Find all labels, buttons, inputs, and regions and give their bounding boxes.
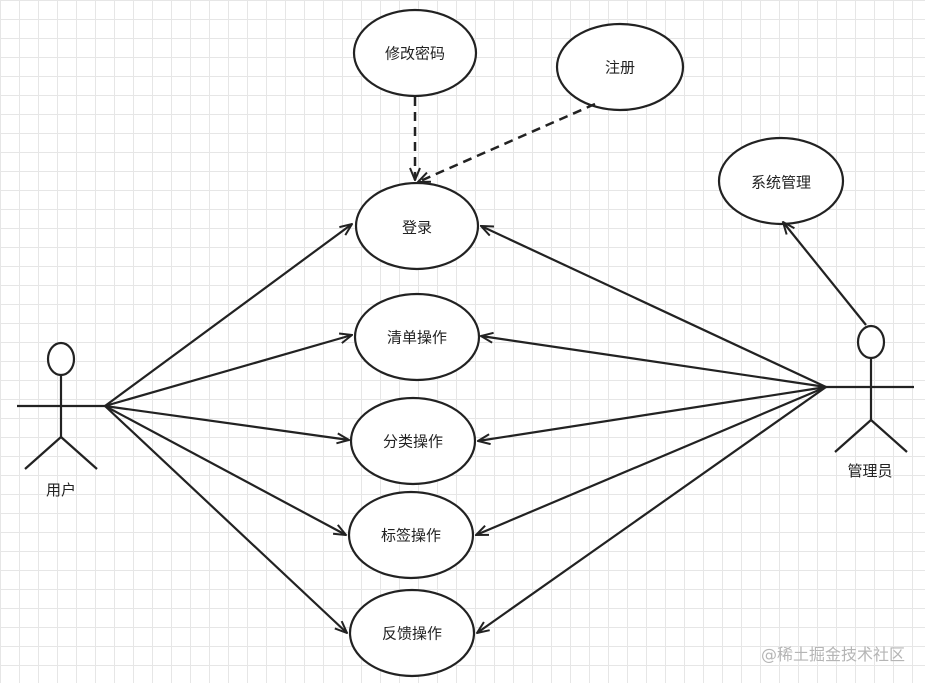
assoc-user-tag-ops [104, 405, 346, 535]
use-case-system-management[interactable] [717, 136, 845, 226]
use-case-register-label: 注册 [604, 58, 636, 77]
relation-register-login [418, 102, 596, 184]
use-case-tag-ops-label: 标签操作 [380, 526, 442, 545]
assoc-user-category-ops [104, 404, 349, 440]
actor-user-label: 用户 [45, 481, 77, 499]
use-case-login-label: 登录 [401, 218, 433, 237]
use-case-tag-ops[interactable] [347, 490, 475, 580]
use-case-system-management-label: 系统管理 [750, 173, 812, 192]
use-case-register[interactable] [555, 22, 685, 112]
actor-admin-head [856, 324, 886, 360]
assoc-admin-category-ops [478, 385, 827, 441]
use-case-change-password-label: 修改密码 [384, 44, 446, 63]
actor-user-head [46, 341, 76, 377]
use-case-change-password[interactable] [352, 8, 478, 98]
actor-admin-figure[interactable] [826, 324, 914, 453]
assoc-user-feedback-ops [104, 405, 347, 633]
use-case-feedback-ops-label: 反馈操作 [381, 624, 443, 643]
watermark: @稀土掘金技术社区 [760, 645, 905, 664]
use-case-feedback-ops[interactable] [348, 588, 476, 678]
assoc-admin-list-ops [481, 336, 827, 389]
use-case-list-ops-label: 清单操作 [386, 328, 448, 347]
assoc-admin-login [481, 226, 827, 388]
assoc-user-login [104, 224, 352, 407]
assoc-admin-feedback-ops [477, 386, 827, 633]
use-case-list-ops[interactable] [353, 292, 481, 382]
assoc-user-list-ops [104, 335, 352, 408]
use-case-category-ops[interactable] [349, 396, 477, 486]
use-case-category-ops-label: 分类操作 [382, 432, 444, 451]
actor-user-figure[interactable] [17, 341, 105, 470]
assoc-admin-tag-ops [476, 385, 827, 537]
assoc-admin-system-management [783, 222, 867, 326]
actor-admin-label: 管理员 [847, 462, 893, 480]
